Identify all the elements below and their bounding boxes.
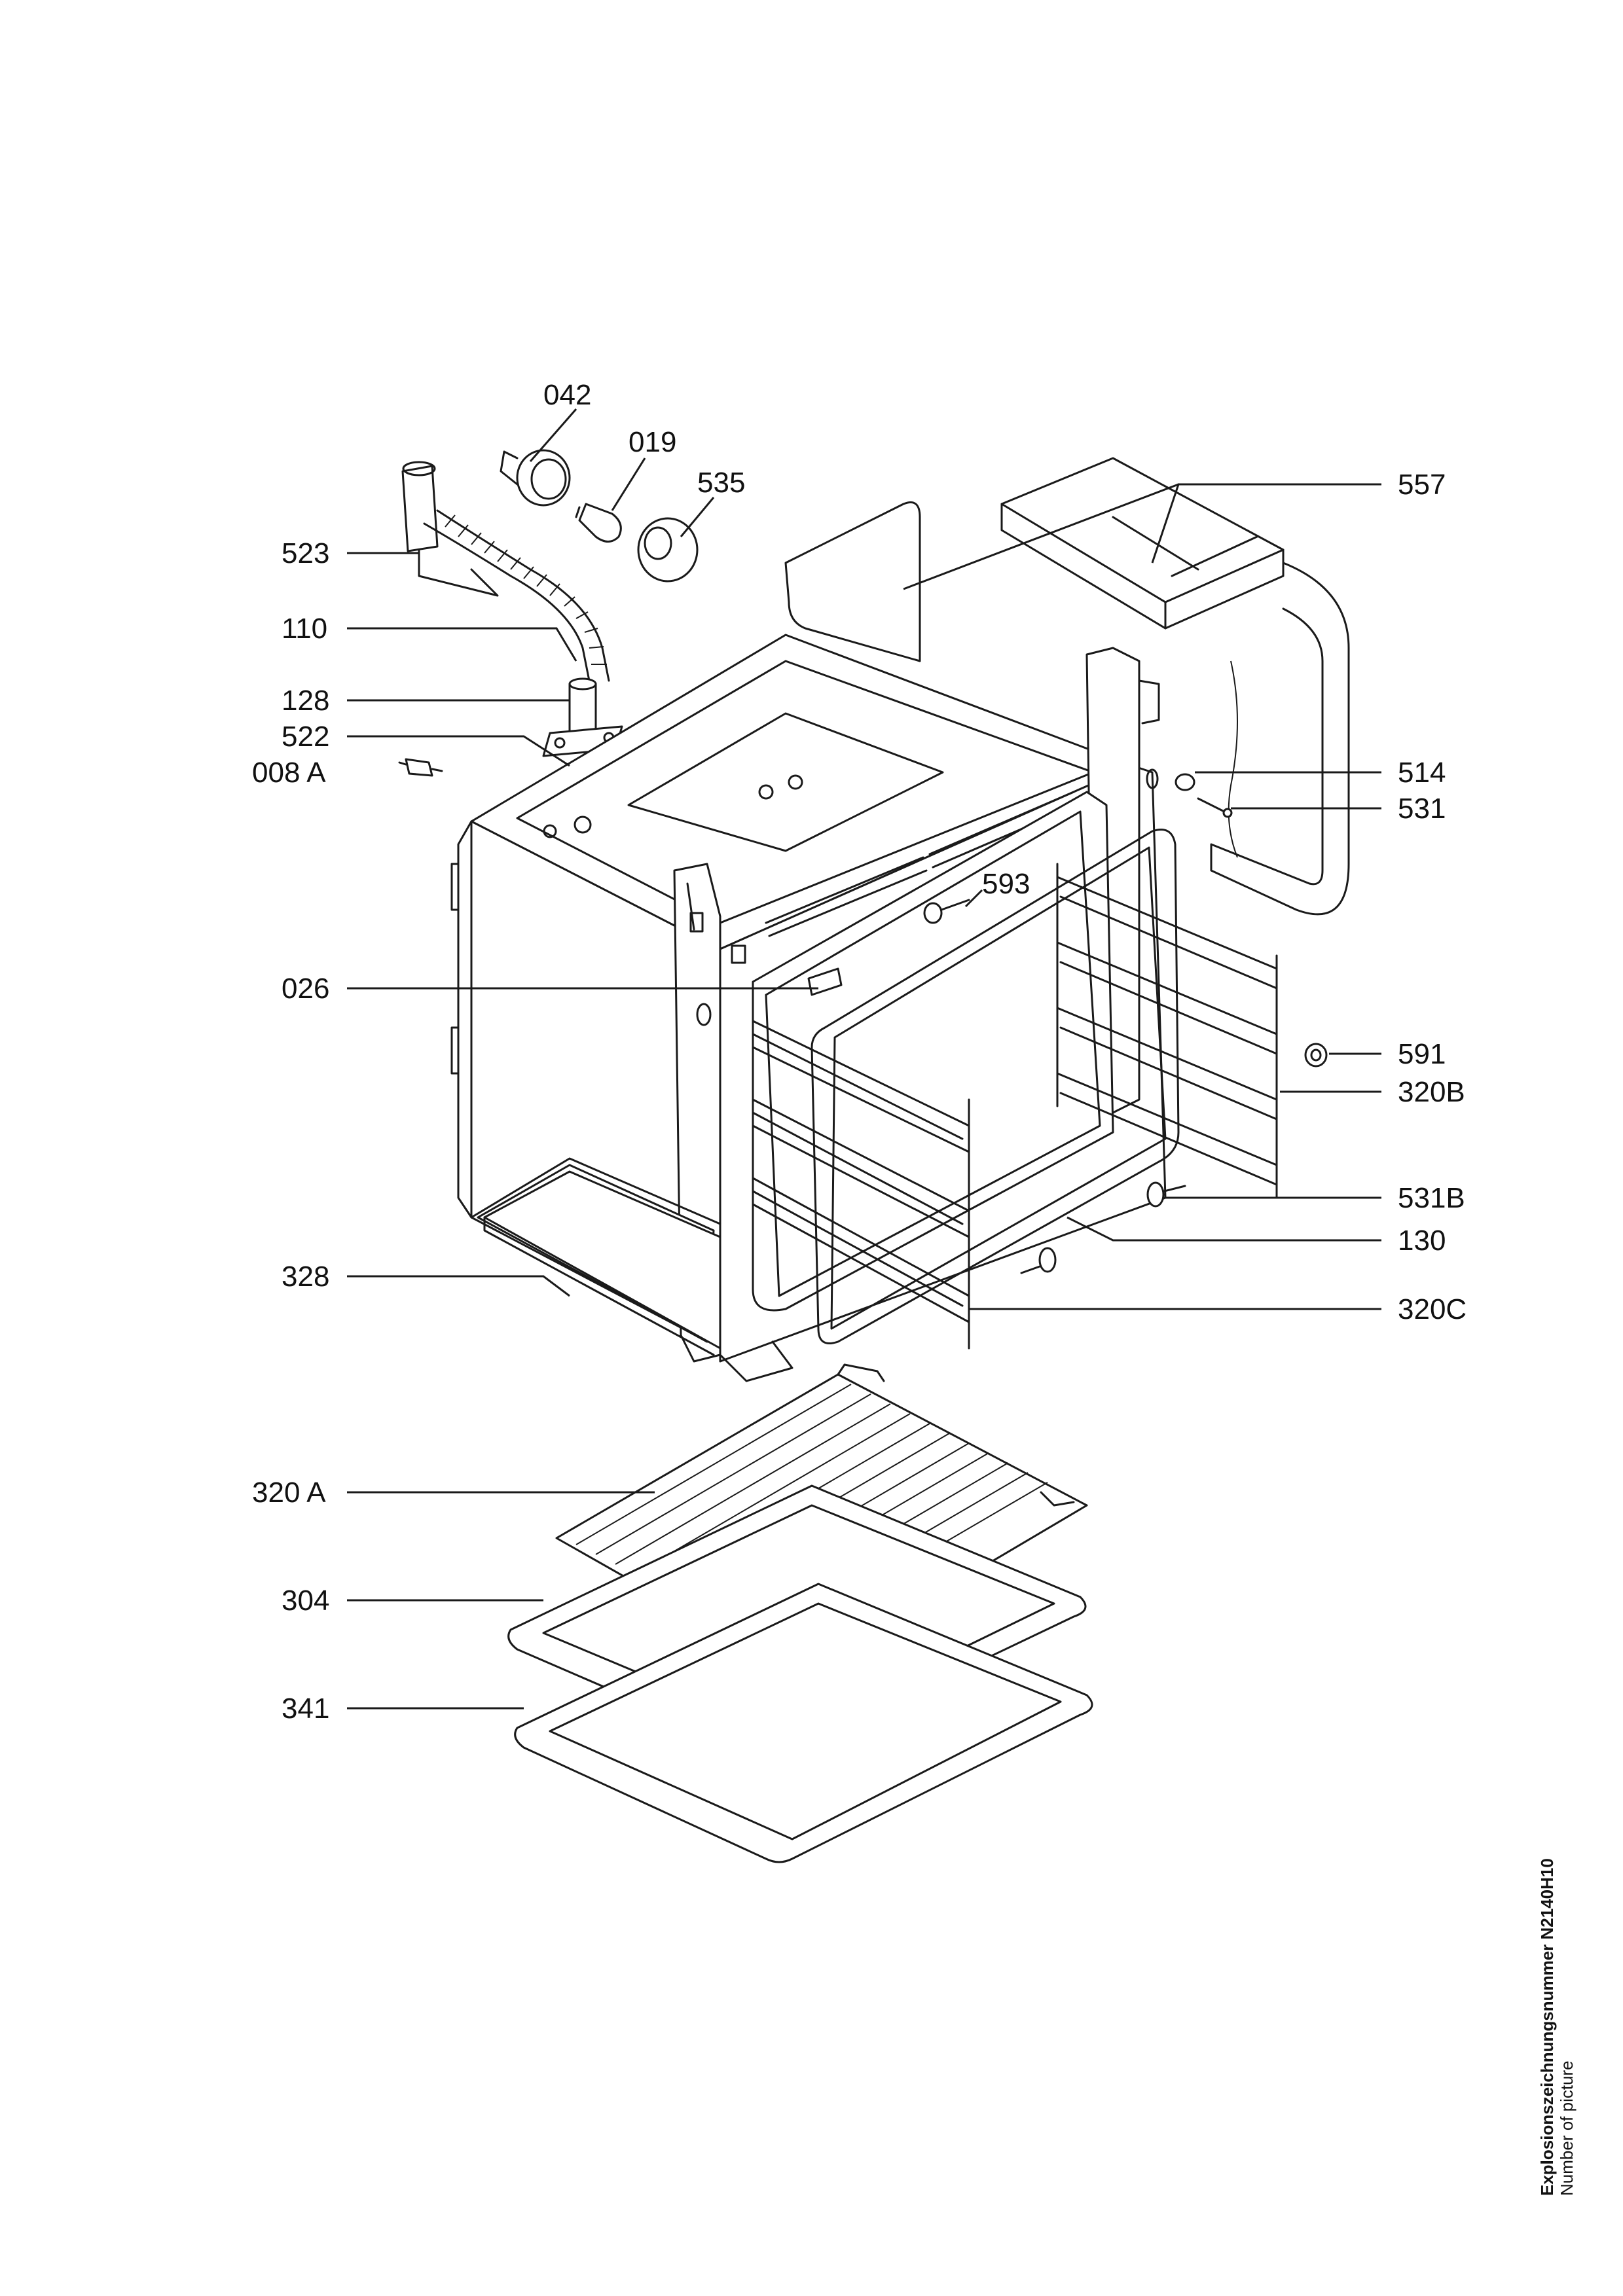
hose-523	[401, 461, 610, 682]
label-320c: 320C	[1398, 1293, 1467, 1325]
label-110: 110	[282, 613, 327, 645]
bottom-plate-328	[483, 1170, 721, 1356]
label-320b: 320B	[1398, 1076, 1465, 1108]
label-514: 514	[1398, 757, 1446, 789]
insulation-557	[784, 457, 1350, 916]
label-320a: 320 A	[252, 1477, 326, 1509]
label-593: 593	[982, 868, 1030, 900]
pipe-128	[568, 677, 597, 741]
lamp-bulb-019	[575, 503, 622, 543]
label-128: 128	[282, 685, 329, 717]
label-304: 304	[282, 1585, 329, 1617]
door-seal-130	[811, 829, 1180, 1344]
label-042: 042	[543, 379, 591, 411]
baking-tray-341	[514, 1583, 1093, 1863]
number-of-picture-text: Number of picture	[1557, 2060, 1577, 2196]
lamp-cover-593	[923, 899, 970, 924]
label-531: 531	[1398, 793, 1446, 825]
screw-531	[1197, 797, 1233, 818]
screw-514	[1175, 773, 1195, 791]
label-026: 026	[282, 973, 329, 1005]
label-523: 523	[282, 537, 329, 569]
nut-591	[1304, 1043, 1328, 1067]
label-557: 557	[1398, 469, 1446, 501]
label-008a: 008 A	[252, 757, 326, 789]
leader-lines	[347, 408, 1381, 1710]
label-341: 341	[282, 1693, 329, 1725]
callout-labels: 042 019 535 557 523 110 128 522 008 A 51…	[252, 379, 1467, 1725]
drawing-number-text: Explosionszeichnungsnummer N2140H10	[1537, 1858, 1557, 2196]
drawing-number-caption: Explosionszeichnungsnummer N2140H10 Numb…	[1537, 1858, 1577, 2196]
label-019: 019	[629, 426, 676, 458]
label-522: 522	[282, 721, 329, 753]
label-531b: 531B	[1398, 1182, 1465, 1214]
label-535: 535	[697, 467, 745, 499]
lamp-holder-042	[500, 449, 571, 507]
screw-lower	[1020, 1247, 1057, 1274]
screw-531b	[1146, 1181, 1186, 1208]
connector-008a	[398, 758, 443, 777]
label-328: 328	[282, 1261, 329, 1293]
side-runner-320b	[1056, 863, 1278, 1199]
label-591: 591	[1398, 1038, 1446, 1070]
side-runner-320c	[752, 1046, 970, 1350]
label-130: 130	[1398, 1225, 1446, 1257]
